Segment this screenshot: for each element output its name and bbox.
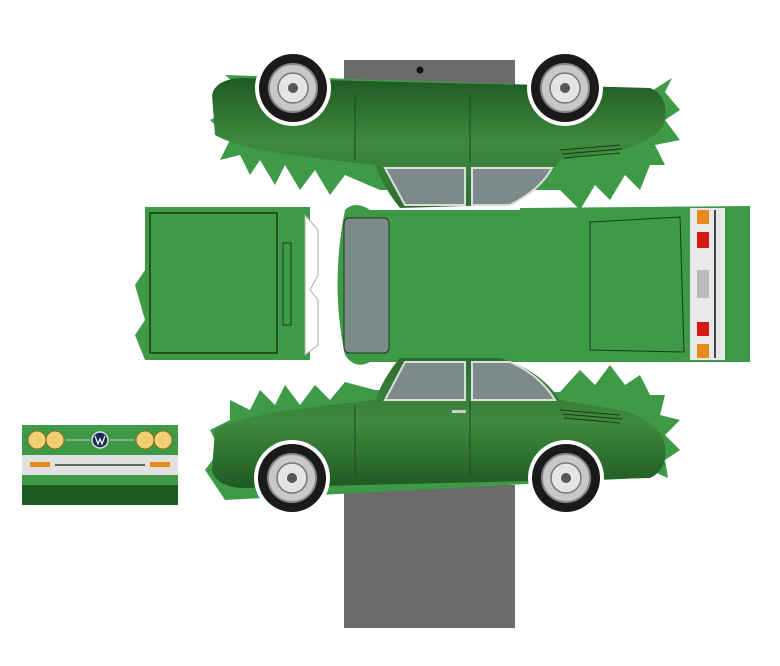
car-side-bottom	[205, 358, 680, 517]
grille-slots	[282, 242, 292, 326]
tail-light-red	[697, 232, 709, 248]
indicator-orange	[697, 344, 709, 358]
base-hole	[416, 66, 424, 74]
window-front-bottom	[471, 361, 557, 401]
wheel-icon	[254, 49, 332, 127]
rear-window	[343, 217, 390, 354]
gray-base-bottom	[344, 485, 515, 628]
front-panel	[22, 425, 178, 505]
hood-panel	[135, 207, 319, 360]
car-side-top	[210, 49, 680, 210]
indicator-orange	[150, 462, 170, 467]
vw-logo-icon	[91, 431, 109, 449]
vent-grille-bottom	[559, 409, 623, 424]
vent-grille-top	[559, 144, 623, 159]
wheel-icon	[526, 49, 604, 127]
window-rear-bottom	[383, 361, 466, 401]
window-rear-top	[383, 167, 466, 206]
headlight	[27, 430, 47, 450]
rear-panel	[520, 206, 750, 362]
tail-light-red	[697, 322, 709, 336]
wheel-icon	[527, 439, 605, 517]
wheel-icon	[253, 439, 331, 517]
window-front-top	[471, 167, 554, 206]
indicator-orange	[697, 210, 709, 224]
door-handle	[452, 410, 466, 413]
indicator-orange	[30, 462, 50, 467]
headlight	[45, 430, 65, 450]
headlight	[153, 430, 173, 450]
headlight	[135, 430, 155, 450]
